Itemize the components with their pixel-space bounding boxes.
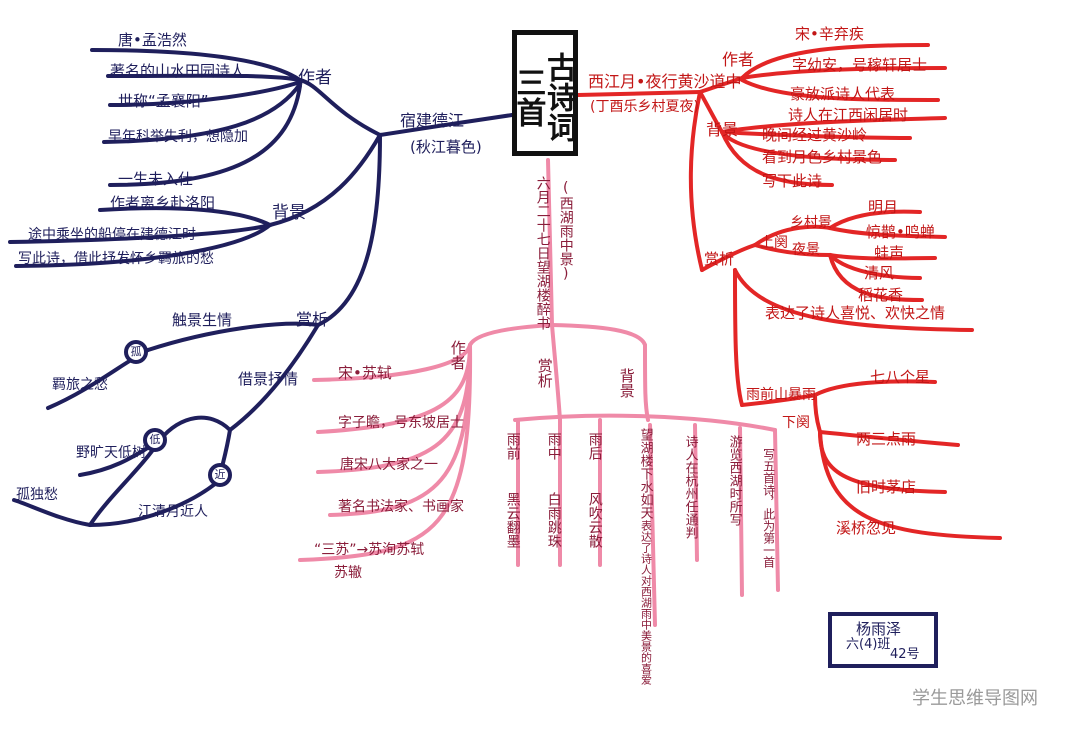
left-poem-title: 宿建德江 — [400, 111, 465, 130]
right-lower-item-3: 旧时茅店 — [856, 478, 917, 496]
right-appreciation-branch: 赏析 — [704, 250, 735, 268]
bottom-stage-2: 雨中 — [545, 432, 562, 460]
signature-number: 42号 — [890, 647, 920, 662]
bottom-extra-item-1: 表达了诗人对西湖雨中美景的喜爱 — [639, 520, 653, 685]
left-author-item-2: 著名的山水田园诗人 — [110, 62, 246, 80]
right-upper-label: 上阕 — [760, 235, 788, 251]
bottom-author-branch: 作者 — [448, 340, 467, 370]
bottom-extra-item-3: 游览西湖时所写 — [726, 435, 742, 526]
bottom-author-item-3: 唐宋八大家之一 — [340, 457, 438, 473]
left-author-item-5: 一生未入仕 — [118, 170, 194, 188]
right-lower-item-2: 两三点雨 — [856, 430, 917, 448]
left-author-item-3: 世称“孟襄阳” — [118, 92, 209, 110]
left-sub-item-4: 孤独愁 — [16, 487, 58, 503]
right-upper-item-4: 清风 — [864, 264, 895, 282]
right-lower-title: 雨前山暴雨 — [746, 387, 816, 403]
bottom-extra-item-4: 写五首诗，此为第一首 — [761, 448, 776, 568]
left-background-item-1: 作者离乡赴洛阳 — [110, 194, 216, 212]
right-author-branch: 作者 — [722, 50, 755, 69]
left-author-branch: 作者 — [298, 68, 332, 88]
right-lower-item-4: 溪桥忽见 — [836, 519, 897, 537]
bottom-appr-right: 望湖楼下水如天 — [637, 428, 653, 519]
right-poem-title: 西江月•夜行黄沙道中 — [588, 72, 742, 91]
bottom-stage-item-3: 风吹云散 — [586, 492, 603, 548]
bottom-stage-3: 雨后 — [586, 432, 603, 460]
right-background-item-4: 写下此诗 — [762, 172, 823, 190]
watermark-text: 学生思维导图网 — [912, 688, 1038, 709]
right-background-branch: 背景 — [706, 120, 739, 139]
left-poem-subtitle: (秋江暮色) — [410, 138, 482, 156]
left-appr-item-2: 借景抒情 — [238, 370, 299, 388]
bottom-appreciation-branch: 赏析 — [535, 358, 554, 388]
bottom-author-item-1: 宋•苏轼 — [338, 364, 392, 382]
right-author-item-3: 豪放派诗人代表 — [790, 85, 896, 103]
right-background-item-3: 看到月色乡村景色 — [762, 148, 883, 166]
left-author-item-1: 唐•孟浩然 — [118, 31, 187, 49]
right-scenery-label-1: 乡村景 — [790, 215, 832, 231]
left-circle-near: 近 — [208, 463, 232, 487]
center-title-box: 古诗词三首 — [510, 30, 578, 156]
left-sub-item-2: 野旷天低树 — [76, 445, 146, 461]
left-sub-item-3: 江清月近人 — [138, 504, 208, 520]
right-background-item-2: 晚间经过黄沙岭 — [762, 126, 868, 144]
signature-name: 杨雨泽 — [856, 620, 902, 638]
right-background-item-1: 诗人在江西闲居时 — [788, 106, 909, 124]
left-author-item-4: 早年科举失利，想隐加 — [108, 129, 248, 145]
right-lower-label: 下阕 — [782, 415, 810, 431]
signature-box: 杨雨泽 六(4)班 42号 — [828, 612, 938, 668]
right-poem-subtitle: (丁酉乐乡村夏夜) — [590, 99, 699, 115]
left-sub-item-1: 羁旅之愁 — [52, 377, 108, 393]
left-appr-item-1: 触景生情 — [172, 311, 233, 329]
center-title: 古诗词三首 — [510, 52, 576, 142]
bottom-stage-item-1: 黑云翻墨 — [504, 492, 521, 548]
left-appreciation-branch: 赏析 — [296, 310, 329, 329]
bottom-author-item-2: 字子瞻，号东坡居士 — [338, 415, 464, 431]
bottom-poem-subtitle: (西湖雨中景) — [557, 180, 574, 282]
right-author-item-1: 宋•辛弃疾 — [795, 25, 864, 43]
right-upper-item-2: 惊鹊•鸣蝉 — [866, 223, 935, 241]
bottom-stage-1: 雨前 — [504, 432, 521, 460]
bottom-author-item-6: 苏辙 — [334, 565, 362, 581]
left-circle-low: 低 — [143, 428, 167, 452]
bottom-stage-item-2: 白雨跳珠 — [545, 492, 562, 548]
left-background-branch: 背景 — [272, 203, 306, 223]
bottom-author-item-5: “三苏”→苏洵苏轼 — [314, 542, 425, 558]
bottom-background-branch: 背景 — [617, 368, 636, 398]
left-background-item-3: 写此诗，借此抒发怀乡羁旅的愁 — [18, 251, 214, 267]
left-background-item-2: 途中乘坐的船停在建德江时 — [28, 227, 196, 243]
right-scenery-label-2: 夜景 — [792, 242, 820, 258]
right-author-item-2: 字幼安，号稼轩居士 — [792, 56, 928, 74]
bottom-extra-item-2: 诗人在杭州任通判 — [682, 435, 698, 539]
right-upper-item-3: 蛙声 — [874, 244, 905, 262]
right-lower-item-1: 七八个星 — [870, 368, 931, 386]
left-circle-lonely: 孤 — [124, 340, 148, 364]
right-upper-item-1: 明月 — [868, 198, 899, 216]
bottom-poem-title: 六月二十七日望湖楼醉书 — [534, 176, 551, 330]
right-upper-item-5: 稻花香 — [858, 286, 904, 304]
bottom-author-item-4: 著名书法家、书画家 — [338, 499, 464, 515]
right-emotion: 表达了诗人喜悦、欢快之情 — [765, 304, 946, 322]
signature-class: 六(4)班 — [846, 637, 891, 652]
